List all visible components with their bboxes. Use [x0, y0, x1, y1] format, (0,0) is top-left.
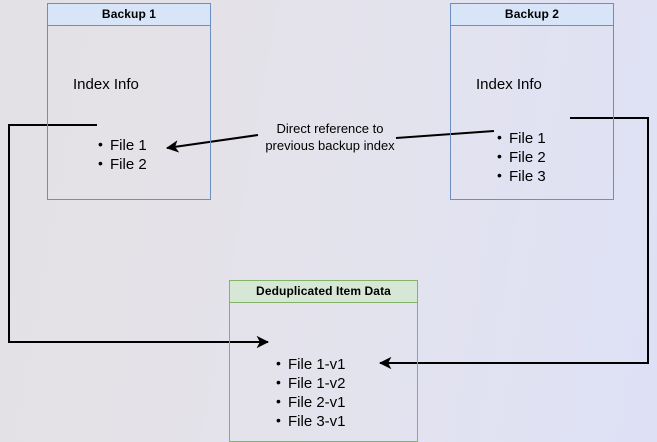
- backup1-box[interactable]: Backup 1 Index Info File 1 File 2: [47, 3, 211, 200]
- backup2-header: Backup 2: [451, 4, 613, 26]
- backup1-body: Index Info File 1 File 2: [48, 26, 210, 199]
- backup1-header: Backup 1: [48, 4, 210, 26]
- list-item: File 3: [497, 166, 546, 186]
- backup1-file-list: File 1 File 2: [98, 135, 147, 174]
- list-item: File 1-v2: [276, 373, 346, 393]
- dedup-header: Deduplicated Item Data: [230, 281, 417, 303]
- backup2-body: Index Info File 1 File 2 File 3: [451, 26, 613, 199]
- backup2-box[interactable]: Backup 2 Index Info File 1 File 2 File 3: [450, 3, 614, 200]
- dedup-item-list: File 1-v1 File 1-v2 File 2-v1 File 3-v1: [276, 354, 346, 431]
- direct-reference-caption: Direct reference to previous backup inde…: [265, 121, 395, 153]
- list-item: File 2-v1: [276, 392, 346, 412]
- backup1-index-label: Index Info: [73, 76, 139, 93]
- list-item: File 1: [98, 135, 147, 155]
- list-item: File 1: [497, 128, 546, 148]
- dedup-body: File 1-v1 File 1-v2 File 2-v1 File 3-v1: [230, 303, 417, 441]
- list-item: File 2: [497, 147, 546, 167]
- backup2-index-label: Index Info: [476, 76, 542, 93]
- deduplicated-item-data-box[interactable]: Deduplicated Item Data File 1-v1 File 1-…: [229, 280, 418, 442]
- list-item: File 1-v1: [276, 354, 346, 374]
- list-item: File 2: [98, 154, 147, 174]
- backup2-file-list: File 1 File 2 File 3: [497, 128, 546, 186]
- list-item: File 3-v1: [276, 411, 346, 431]
